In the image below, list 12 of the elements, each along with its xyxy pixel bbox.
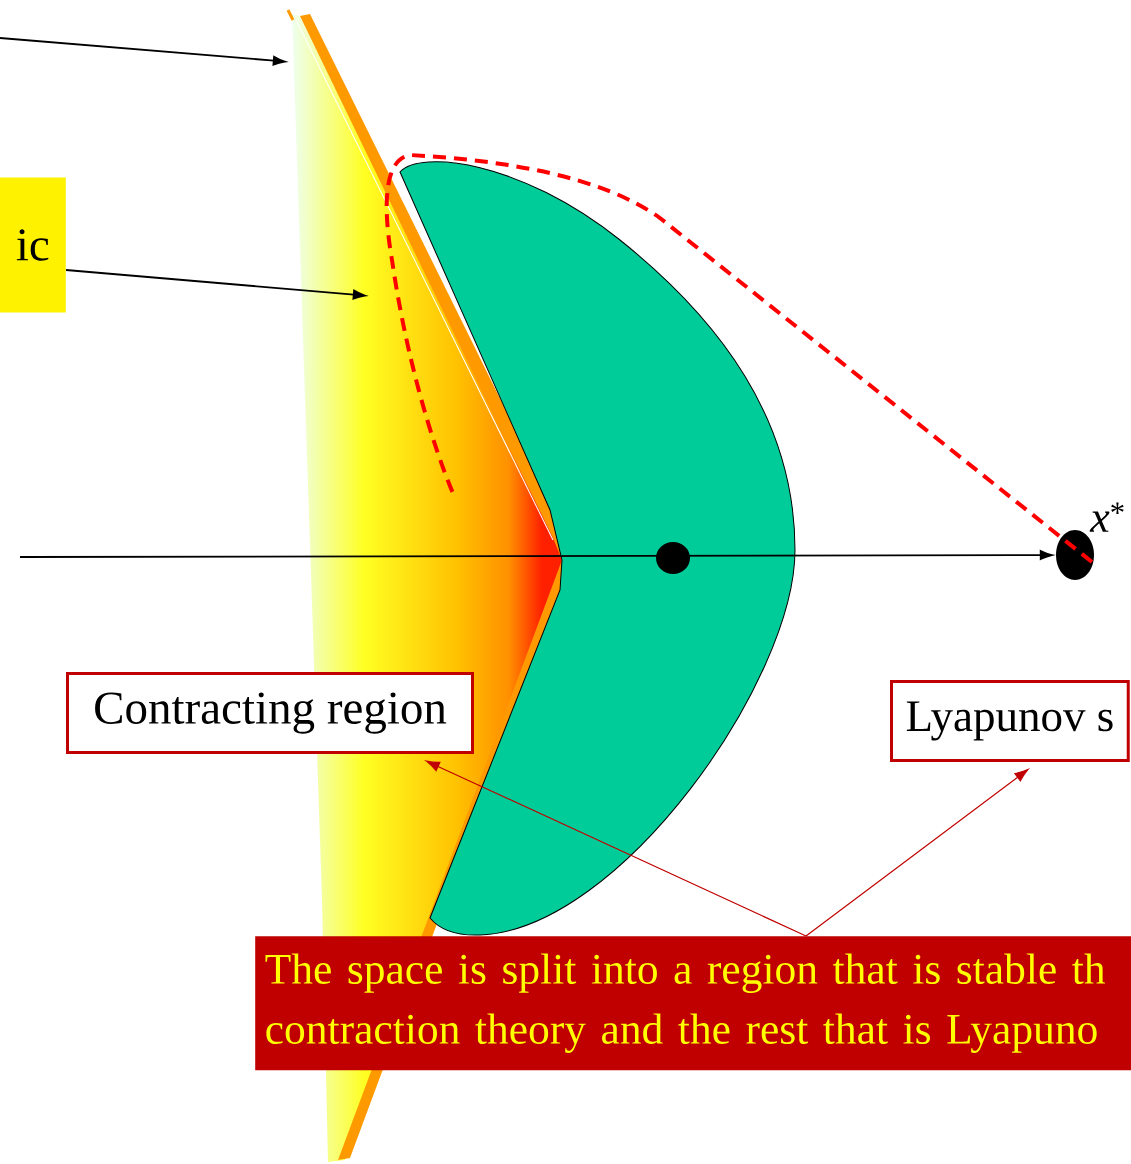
label-box: Lyapunov s — [890, 680, 1130, 762]
arrow — [19, 550, 1053, 560]
surface-edge — [286, 9, 295, 21]
arrow — [0, 37, 286, 66]
point-label: x$^{*}$ — [1089, 502, 1124, 532]
arrow — [65, 269, 366, 300]
label-box: Contracting region — [66, 672, 474, 754]
arrow — [425, 760, 807, 937]
label-box: ic — [0, 177, 66, 313]
fixed-point-dot — [1056, 530, 1094, 580]
arrow — [805, 769, 1029, 937]
caption-box: The space is split into a region that is stable th contraction theory and the rest that is Lyapuno — [255, 936, 1131, 1071]
